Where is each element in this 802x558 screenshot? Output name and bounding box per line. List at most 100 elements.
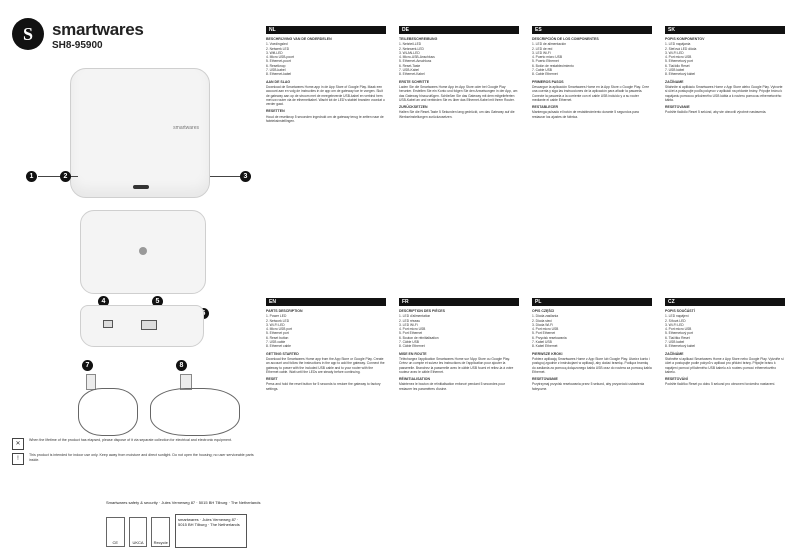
list-item: 8. Ethernet-kabel bbox=[266, 72, 292, 77]
lang-header: ES bbox=[532, 26, 652, 34]
list-item: 4. Micro USB port bbox=[266, 327, 293, 332]
list-item: 7. USB kabel bbox=[665, 340, 685, 345]
section-title: Opis części bbox=[532, 309, 555, 313]
ukca-mark-icon: UKCA bbox=[128, 517, 148, 547]
list-item: 7. USB-kabel bbox=[266, 68, 286, 73]
list-item: 2. Network LED bbox=[266, 318, 290, 323]
led-strip-icon bbox=[133, 185, 149, 189]
list-item: 8. Kabel Ethernet bbox=[532, 344, 558, 349]
section-title: Popis komponentov bbox=[665, 37, 705, 41]
callout-2: 2 bbox=[60, 171, 71, 182]
list-item: 1. Dioda zasilania bbox=[532, 314, 559, 319]
section-title: Resetování bbox=[665, 377, 688, 382]
list-item: 2. Netwerk LED bbox=[266, 46, 290, 51]
section-title: Beschrijving van de onderdelen bbox=[266, 37, 332, 41]
list-item: 4. Puerto micro USB bbox=[532, 55, 563, 60]
lang-column-es: ES Descripción de los componentes 1. LED… bbox=[532, 26, 652, 288]
section-title: Začíname bbox=[665, 79, 684, 84]
lang-header: PL bbox=[532, 298, 652, 306]
lang-column-de: DE Teilebeschreibung 1. Netzteil-LED 2. … bbox=[399, 26, 519, 288]
list-item: 6. Tlačidlo Reset bbox=[665, 63, 690, 68]
list-item: 5. Ethernet port bbox=[266, 331, 289, 336]
lang-header: EN bbox=[266, 298, 386, 306]
paragraph: Stiahnite si aplikáciu Smartwares Home z… bbox=[665, 84, 783, 102]
callout-4: 4 bbox=[98, 296, 109, 307]
paragraph: Podržte tlačítko Reset po dobu 5 sekund … bbox=[665, 382, 776, 387]
usb-cable-icon bbox=[78, 388, 138, 436]
brand-name: smartwares bbox=[52, 20, 144, 39]
note-text: When the lifetime of the product has ela… bbox=[29, 438, 232, 442]
list-item: 6. Tlačítko Reset bbox=[665, 335, 690, 340]
lang-column-sk: SK Popis komponentov 1. LED napájania 2.… bbox=[665, 26, 785, 288]
list-item: 7. Cable USB bbox=[532, 68, 552, 73]
list-item: 3. Dioda Wi-Fi bbox=[532, 322, 553, 327]
paragraph: Laden Sie die Smartwares Home App im App… bbox=[399, 84, 518, 102]
device-label: smartwares bbox=[173, 125, 199, 131]
usb-plug-icon bbox=[86, 374, 96, 390]
ethernet-plug-icon bbox=[180, 374, 192, 390]
paragraph: Podržte tlačidlo Reset 5 sekúnd, aby ste… bbox=[665, 110, 767, 115]
list-item: 6. Bouton de réinitialisation bbox=[399, 335, 439, 340]
section-title: Začínáme bbox=[665, 351, 684, 356]
section-title: Descripción de los componentes bbox=[532, 37, 599, 41]
list-item: 3. WLAN-LED bbox=[399, 50, 420, 55]
list-item: 3. LED Wi-Fi bbox=[399, 322, 418, 327]
list-item: 2. Dioda sieci bbox=[532, 318, 552, 323]
list-item: 4. Micro-USB-Anschluss bbox=[399, 55, 435, 60]
brand-logo-icon: S bbox=[12, 18, 44, 50]
paragraph: Descargue la aplicación Smartwares Home … bbox=[532, 84, 650, 102]
lang-header: SK bbox=[665, 26, 785, 34]
paragraph: Maintenez le bouton de réinitialisation … bbox=[399, 382, 505, 391]
paragraph: Stáhněte si aplikaci Smartwares Home z A… bbox=[665, 356, 784, 374]
lang-header: CZ bbox=[665, 298, 785, 306]
list-item: 1. Power LED bbox=[266, 314, 287, 319]
section-title: Mise en route bbox=[399, 351, 427, 356]
ethernet-port-icon bbox=[141, 320, 157, 330]
paragraph: Halten Sie die Reset-Taste 5 Sekunden la… bbox=[399, 110, 515, 119]
section-title: Primeros pasos bbox=[532, 79, 564, 84]
gateway-front-illustration: smartwares bbox=[70, 68, 210, 198]
section-title: Restablecer bbox=[532, 105, 558, 110]
list-item: 2. LED de red bbox=[532, 46, 553, 51]
paragraph: Mantenga pulsado el botón de restablecim… bbox=[532, 110, 639, 119]
note-item: ✕When the lifetime of the product has el… bbox=[12, 438, 262, 450]
section-title: Resetten bbox=[266, 109, 285, 114]
list-item: 7. USB-Kabel bbox=[399, 68, 419, 73]
recycle-mark-icon: Recycle bbox=[151, 517, 171, 547]
section-title: Réinitialisation bbox=[399, 377, 431, 382]
list-item: 5. Puerto Ethernet bbox=[532, 59, 559, 64]
model-number: SH8-95900 bbox=[52, 40, 103, 51]
list-item: 5. Port Ethernet bbox=[399, 331, 423, 336]
list-item: 6. Resetknop bbox=[266, 63, 286, 68]
paragraph: Houd de resetknop 5 seconden ingedrukt o… bbox=[266, 114, 384, 124]
list-item: 5. Ethernet-poort bbox=[266, 59, 291, 64]
list-item: 2. Netzwerk-LED bbox=[399, 46, 424, 51]
note-text: This product is intended for indoor use … bbox=[29, 453, 254, 462]
gateway-side-illustration bbox=[80, 305, 204, 347]
list-item: 8. Ethernetový kábel bbox=[665, 72, 696, 77]
list-item: 4. Port micro USB bbox=[399, 327, 426, 332]
list-item: 2. Síťová LED bbox=[665, 318, 686, 323]
lang-header: FR bbox=[399, 298, 519, 306]
list-item: 2. Sieťová LED dióda bbox=[665, 46, 697, 51]
callout-1: 1 bbox=[26, 171, 37, 182]
list-item: 8. Ethernet cable bbox=[266, 344, 291, 349]
section-title: Teilebeschreibung bbox=[399, 37, 438, 41]
section-title: Reset bbox=[266, 377, 278, 382]
list-item: 1. LED napájania bbox=[665, 42, 691, 47]
section-title: Aan de slag bbox=[266, 79, 291, 84]
lang-column-fr: FR Description des pièces 1. LED d'alime… bbox=[399, 298, 519, 550]
lang-column-en: EN Parts description 1. Power LED 2. Net… bbox=[266, 298, 386, 550]
legal-line: Smartwares safety & security · Jules Ver… bbox=[106, 500, 261, 505]
list-item: 3. Wifi-LED bbox=[266, 50, 283, 55]
paragraph: Download the Smartwares Home app from th… bbox=[266, 356, 385, 374]
list-item: 4. Micro USB-poort bbox=[266, 55, 295, 60]
list-item: 2. LED réseau bbox=[399, 318, 421, 323]
list-item: 6. Reset button bbox=[266, 335, 289, 340]
ethernet-cable-icon bbox=[150, 388, 240, 436]
callout-3: 3 bbox=[240, 171, 251, 182]
list-item: 1. Voedingsled bbox=[266, 42, 288, 47]
paragraph: Przytrzymaj przycisk resetowania przez 5… bbox=[532, 382, 645, 391]
disposal-notes: ✕When the lifetime of the product has el… bbox=[12, 438, 262, 468]
section-title: Parts description bbox=[266, 309, 303, 313]
